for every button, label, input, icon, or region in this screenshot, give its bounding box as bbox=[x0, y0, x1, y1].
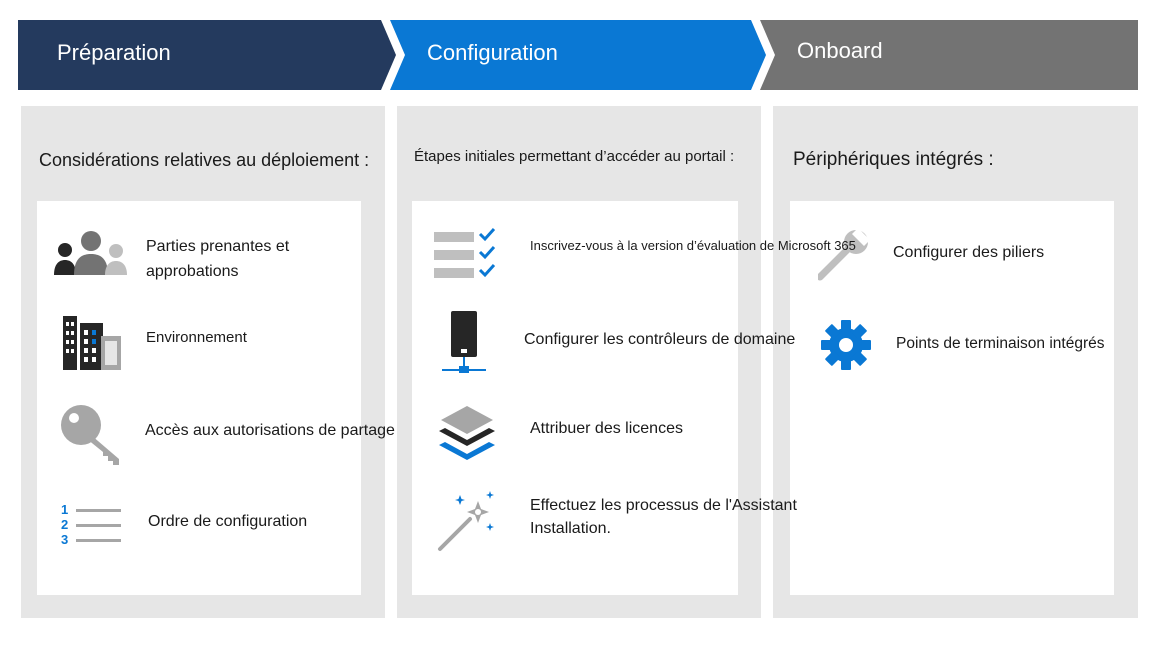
phase-title-configuration: Configuration bbox=[427, 40, 558, 65]
phase-banner-onboard: Onboard bbox=[760, 20, 1138, 90]
step-label-setup-wizard: Effectuez les processus de l'Assistant I… bbox=[530, 497, 797, 537]
svg-text:2: 2 bbox=[61, 517, 68, 532]
column-heading-preparation: Considérations relatives au déploiement … bbox=[39, 150, 370, 170]
step-label-permissions: Accès aux autorisations de partage bbox=[145, 422, 395, 439]
steps-card-preparation: Parties prenantes et approbations bbox=[37, 201, 395, 595]
phase-title-preparation: Préparation bbox=[57, 40, 171, 65]
steps-card-onboard: Configurer des piliers Points de termina… bbox=[790, 201, 1114, 595]
magic-wand-icon bbox=[438, 491, 494, 551]
phase-banner-configuration: Configuration bbox=[390, 20, 766, 90]
column-heading-onboard: Périphériques intégrés : bbox=[793, 149, 994, 170]
step-label-environment: Environnement bbox=[146, 329, 247, 346]
step-label-trial-signup: Inscrivez-vous à la version d’évaluation… bbox=[530, 238, 856, 253]
steps-card-configuration: Inscrivez-vous à la version d’évaluation… bbox=[412, 201, 856, 595]
layers-icon bbox=[439, 406, 495, 460]
svg-text:3: 3 bbox=[61, 532, 68, 546]
people-icon bbox=[54, 231, 127, 275]
svg-text:1: 1 bbox=[61, 502, 68, 517]
numbered-list-icon: 1 2 3 bbox=[61, 502, 121, 546]
checklist-icon bbox=[434, 227, 496, 278]
buildings-icon bbox=[63, 316, 121, 370]
wrench-icon bbox=[818, 229, 870, 281]
step-label-stakeholders: Parties prenantes et approbations bbox=[146, 238, 290, 280]
column-heading-configuration: Étapes initiales permettant d’accéder au… bbox=[414, 148, 735, 165]
column-configuration: Étapes initiales permettant d’accéder au… bbox=[397, 106, 856, 618]
step-label-setup-order: Ordre de configuration bbox=[148, 513, 308, 530]
column-preparation: Considérations relatives au déploiement … bbox=[21, 106, 395, 618]
gear-icon bbox=[821, 320, 871, 370]
step-label-configure-pillars: Configurer des piliers bbox=[893, 244, 1045, 261]
step-label-domain-controllers: Configurer les contrôleurs de domaine bbox=[524, 331, 796, 348]
phase-banner-preparation: Préparation bbox=[18, 20, 396, 90]
phase-title-onboard: Onboard bbox=[797, 38, 883, 63]
server-icon bbox=[442, 311, 486, 373]
step-label-onboard-endpoints: Points de terminaison intégrés bbox=[896, 335, 1105, 352]
column-onboard: Périphériques intégrés : Configurer des … bbox=[773, 106, 1138, 618]
key-icon bbox=[61, 405, 119, 465]
step-label-assign-licenses: Attribuer des licences bbox=[530, 420, 683, 437]
